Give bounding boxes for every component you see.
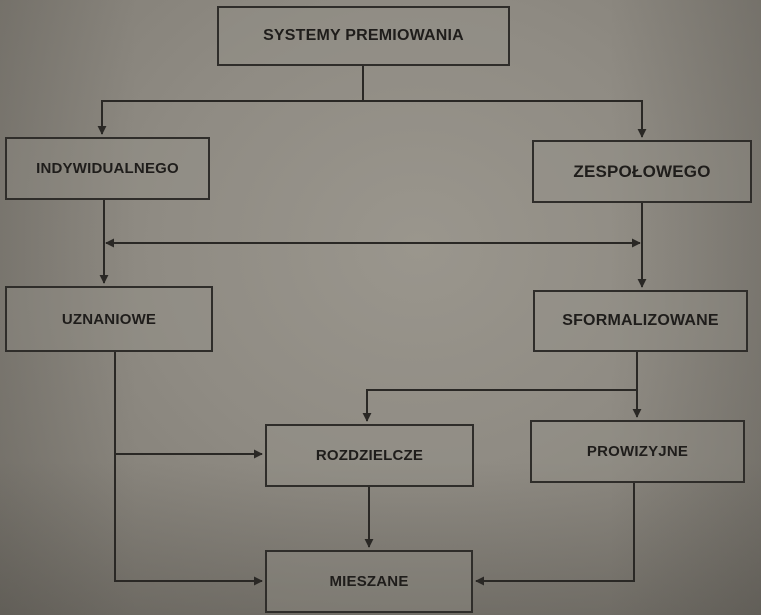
node-uznaniowe: UZNANIOWE	[5, 286, 213, 352]
node-prowizyjne: PROWIZYJNE	[530, 420, 745, 483]
node-zespolowego: ZESPOŁOWEGO	[532, 140, 752, 203]
node-indywidualnego: INDYWIDUALNEGO	[5, 137, 210, 200]
node-rozdzielcze: ROZDZIELCZE	[265, 424, 474, 487]
node-systemy-premiowania: SYSTEMY PREMIOWANIA	[217, 6, 510, 66]
node-sformalizowane: SFORMALIZOWANE	[533, 290, 748, 352]
edge-formalized-to-distributive	[362, 352, 638, 422]
edge-root-to-individual	[97, 66, 364, 135]
edge-commission-to-mixed	[475, 483, 635, 586]
edge-root-to-team	[363, 100, 647, 138]
edge-discretionary-to-mixed	[114, 352, 263, 586]
node-mieszane: MIESZANE	[265, 550, 473, 613]
